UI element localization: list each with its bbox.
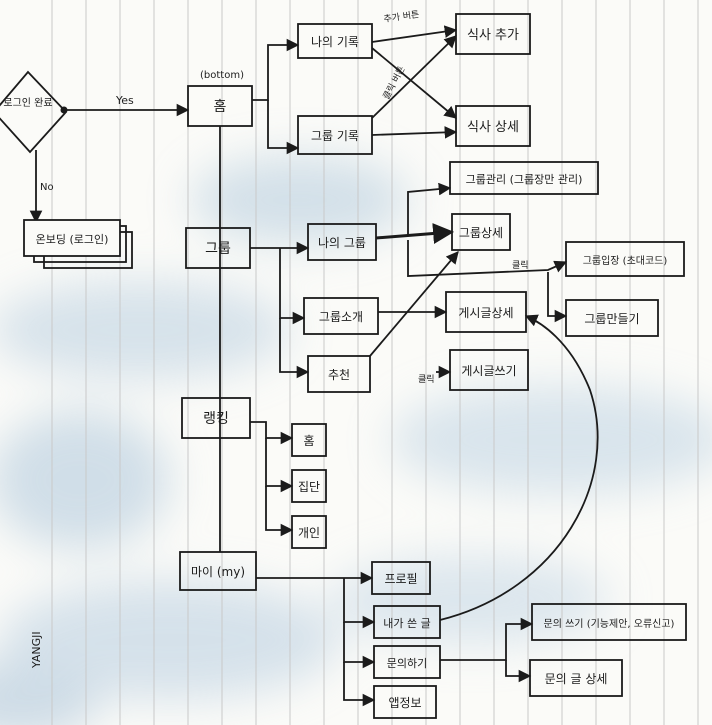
group-create-shape	[565, 299, 659, 337]
inquiry-write-shape	[531, 603, 687, 641]
group-record-shape	[297, 115, 373, 155]
home-label: 홈	[214, 99, 227, 115]
post-detail-shape	[445, 291, 527, 333]
post-write-shape	[449, 349, 529, 391]
onboarding-shape	[23, 219, 121, 257]
my-record-label: 나의 기록	[311, 35, 359, 49]
group-record-label: 그룹 기록	[311, 129, 359, 143]
group-manage-label: 그룹관리 (그룹장만 관리)	[466, 173, 583, 186]
add-button-label: 추가 버튼	[383, 9, 420, 25]
group-intro-label: 그룹소개	[319, 310, 363, 324]
post-write-label: 게시글쓰기	[461, 364, 516, 378]
add-meal-label: 식사 추가	[467, 28, 519, 43]
my-posts-shape	[373, 605, 441, 639]
group-label: 그룹	[205, 241, 231, 257]
recommend-shape	[307, 355, 371, 393]
node-labels: 로그인 완료 온보딩 (로그인) 홈 (bottom) 나의 기록 그룹 기록 …	[3, 28, 674, 710]
mypage-label: 마이 (my)	[191, 565, 245, 579]
home-tag: (bottom)	[200, 70, 244, 81]
rank-personal-label: 개인	[298, 526, 320, 540]
login-decision-shape	[0, 70, 68, 154]
rank-home-shape	[291, 423, 327, 457]
group-manage-shape	[449, 161, 599, 195]
meal-detail-shape	[455, 105, 531, 147]
decision-dot	[60, 106, 68, 114]
rank-home-label: 홈	[303, 434, 314, 448]
my-record-shape	[297, 23, 373, 59]
no-label: No	[40, 182, 54, 193]
rank-group-label: 집단	[298, 480, 320, 494]
group-intro-shape	[303, 297, 379, 335]
inquiry-write-label: 문의 쓰기 (기능제안, 오류신고)	[544, 618, 675, 630]
group-join-label: 그룹입장 (초대코드)	[583, 254, 668, 267]
add-meal-shape	[455, 13, 531, 55]
recommend-label: 추천	[328, 367, 350, 382]
connectors	[29, 25, 599, 707]
inquiry-detail-label: 문의 글 상세	[545, 672, 608, 686]
mypage-shape	[179, 551, 257, 591]
meal-detail-label: 식사 상세	[467, 120, 519, 135]
group-create-label: 그룹만들기	[584, 312, 639, 326]
my-group-label: 나의 그룹	[318, 236, 366, 250]
login-decision-label: 로그인 완료	[3, 97, 52, 109]
rank-group-shape	[291, 469, 327, 503]
group-shape	[185, 227, 251, 269]
node-shapes	[0, 13, 687, 719]
post-detail-label: 게시글상세	[458, 306, 513, 320]
home-shape	[187, 85, 253, 127]
my-group-shape	[307, 223, 377, 261]
inquiry-detail-shape	[529, 659, 623, 697]
click-label-2: 클릭	[418, 373, 435, 385]
app-info-label: 앱정보	[388, 696, 421, 710]
ranking-shape	[181, 397, 251, 439]
click-label-1: 클릭	[512, 259, 529, 271]
inquiry-shape	[373, 645, 441, 679]
watercolor-wash	[0, 155, 712, 725]
rank-personal-shape	[291, 515, 327, 549]
my-posts-label: 내가 쓴 글	[383, 617, 430, 630]
profile-shape	[371, 561, 431, 595]
ranking-label: 랭킹	[203, 411, 229, 427]
group-join-shape	[565, 241, 685, 277]
group-detail-label: 그룹상세	[459, 226, 503, 240]
onboarding-label: 온보딩 (로그인)	[36, 233, 109, 246]
profile-label: 프로필	[384, 572, 417, 586]
app-info-shape	[373, 685, 437, 719]
group-detail-shape	[451, 213, 511, 251]
inquiry-label: 문의하기	[387, 656, 427, 670]
margin-text: YANGJI	[30, 631, 43, 669]
yes-label: Yes	[115, 94, 134, 107]
